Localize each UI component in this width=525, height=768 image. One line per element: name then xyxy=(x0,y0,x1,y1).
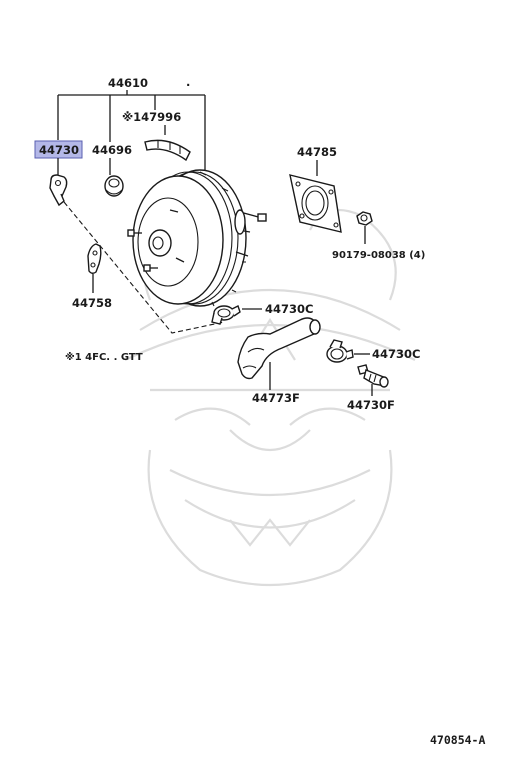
brake-booster xyxy=(127,169,267,307)
vacuum-hose xyxy=(237,317,321,380)
label-44730: 44730 xyxy=(39,143,79,157)
label-44785: 44785 xyxy=(297,145,337,159)
label-44610: 44610 xyxy=(108,76,148,90)
label-44758: 44758 xyxy=(72,296,112,310)
grommet xyxy=(104,175,124,197)
label-44730C-upper: 44730C xyxy=(265,302,313,316)
hose-clamp-lower xyxy=(326,339,354,363)
label-90179-08038: 90179-08038 (4) xyxy=(332,250,425,261)
gasket-plate xyxy=(289,174,342,233)
label-147996: ※147996 xyxy=(122,110,181,124)
dot-mark: . xyxy=(186,75,190,89)
reference-number: 470854-A xyxy=(430,733,485,747)
label-44773F: 44773F xyxy=(252,391,300,405)
label-44696: 44696 xyxy=(92,143,132,157)
bracket xyxy=(87,243,102,274)
check-valve-fitting xyxy=(49,174,68,207)
shim-plate xyxy=(144,139,191,162)
label-44730C-lower: 44730C xyxy=(372,347,420,361)
hose-clamp-upper xyxy=(211,305,241,325)
flange-nut xyxy=(356,211,373,226)
check-valve xyxy=(357,364,389,388)
assembly-leader xyxy=(57,90,206,172)
note-text: ※1 4FC. . GTT xyxy=(65,351,143,363)
label-44730F: 44730F xyxy=(347,398,395,412)
highlight-44730[interactable]: 44730 xyxy=(34,140,83,159)
